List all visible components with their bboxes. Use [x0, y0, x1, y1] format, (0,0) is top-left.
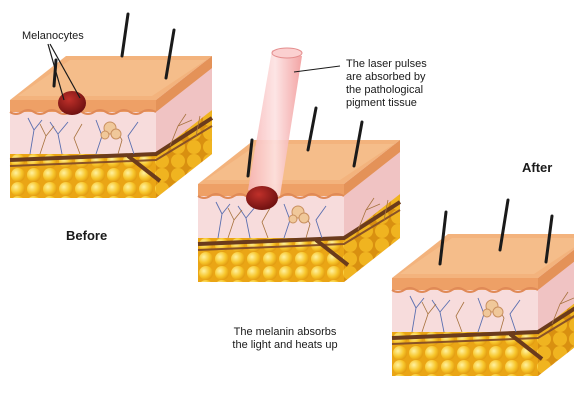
laser-caption-line-3: the pathological — [346, 84, 427, 97]
absorb-caption-line-1: The melanin absorbs — [210, 326, 360, 339]
after-label: After — [522, 160, 552, 175]
absorb-caption-line-2: the light and heats up — [210, 339, 360, 352]
laser-caption: The laser pulses are absorbed by the pat… — [346, 58, 427, 110]
laser-caption-line-1: The laser pulses — [346, 58, 427, 71]
absorb-caption: The melanin absorbs the light and heats … — [210, 326, 360, 352]
middle-skin-block — [198, 140, 400, 282]
melanocytes-label: Melanocytes — [22, 30, 84, 43]
before-label: Before — [66, 228, 107, 243]
middle-melanin-spot — [246, 186, 278, 210]
before-skin-block — [10, 56, 212, 198]
laser-pointer — [294, 66, 340, 72]
laser-caption-line-4: pigment tissue — [346, 97, 427, 110]
laser-caption-line-2: are absorbed by — [346, 71, 427, 84]
